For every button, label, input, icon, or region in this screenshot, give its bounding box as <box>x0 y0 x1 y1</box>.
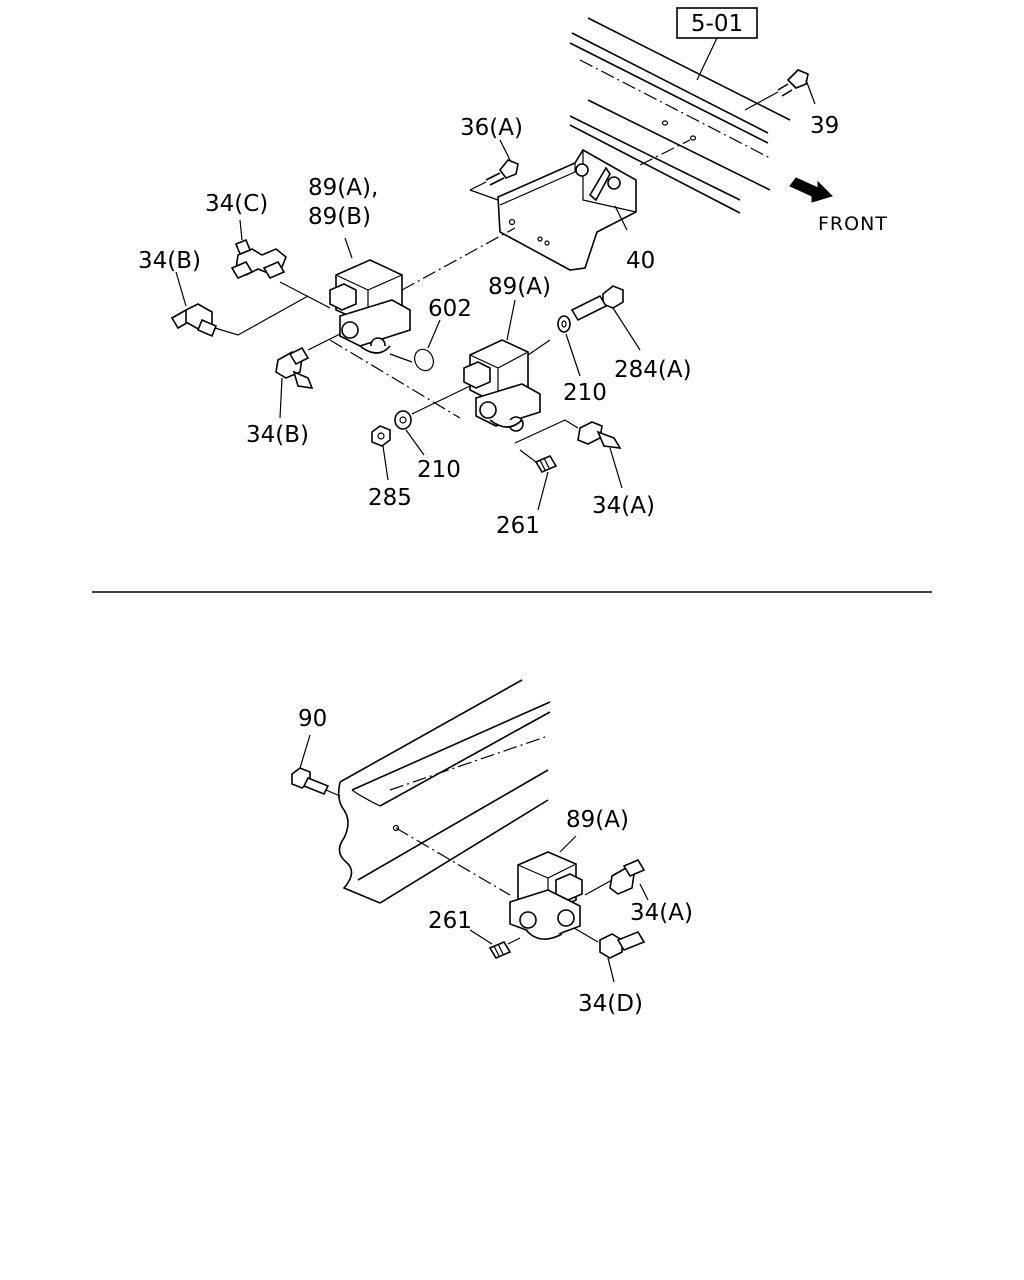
fitting-34d: 34(D) <box>573 927 646 1017</box>
callout-34b-lower: 34(B) <box>246 422 309 448</box>
callout-34c: 34(C) <box>205 191 268 217</box>
fitting-34a-lower: 34(A) <box>584 858 693 926</box>
callout-34b-upper: 34(B) <box>138 248 201 274</box>
plug-261-lower: 261 <box>428 908 521 960</box>
reference-box: 5-01 <box>676 7 758 81</box>
valve-89ab: 89(A), 89(B) <box>308 175 516 354</box>
bolt-39: 39 <box>744 69 839 139</box>
callout-34d: 34(D) <box>578 991 643 1017</box>
callout-39: 39 <box>810 113 839 139</box>
fitting-34b-lower: 34(B) <box>246 333 341 448</box>
callout-89a-lower: 89(A) <box>566 807 629 833</box>
callout-210-right: 210 <box>563 380 607 406</box>
fitting-34c: 34(C) <box>205 191 331 309</box>
upper-view: 5-01 39 FRONT 4 <box>138 7 888 539</box>
callout-89ab-line2: 89(B) <box>308 204 371 230</box>
bolt-284a: 284(A) <box>570 285 692 383</box>
callout-40: 40 <box>626 248 655 274</box>
valve-89a: 89(A) <box>329 274 551 432</box>
front-arrow-icon: FRONT <box>789 177 888 235</box>
callout-261-upper: 261 <box>496 513 540 539</box>
lower-view: 90 89(A) 34(A) <box>291 679 693 1017</box>
washer-210-left: 210 <box>394 385 471 483</box>
plug-261-upper: 261 <box>496 449 558 539</box>
front-label: FRONT <box>818 213 888 235</box>
valve-89a-lower: 89(A) <box>395 807 629 940</box>
reference-box-label: 5-01 <box>691 11 743 37</box>
callout-284a: 284(A) <box>614 357 692 383</box>
callout-602: 602 <box>428 296 472 322</box>
frame-rail-lower <box>337 679 551 904</box>
bolt-36a: 36(A) <box>460 115 523 201</box>
callout-36a: 36(A) <box>460 115 523 141</box>
callout-34a-lower: 34(A) <box>630 900 693 926</box>
o-ring-602: 602 <box>389 296 472 372</box>
washer-210-right: 210 <box>557 315 607 406</box>
callout-89a-upper: 89(A) <box>488 274 551 300</box>
bracket-40: 40 <box>497 139 691 274</box>
fitting-34a-upper: 34(A) <box>514 419 655 519</box>
callout-34a-upper: 34(A) <box>592 493 655 519</box>
bolt-90: 90 <box>291 706 341 797</box>
fitting-34b-upper: 34(B) <box>138 248 309 338</box>
nut-285: 285 <box>368 425 412 511</box>
callout-90: 90 <box>298 706 327 732</box>
callout-89ab-line1: 89(A), <box>308 175 378 201</box>
callout-261-lower: 261 <box>428 908 472 934</box>
callout-210-left: 210 <box>417 457 461 483</box>
callout-285: 285 <box>368 485 412 511</box>
